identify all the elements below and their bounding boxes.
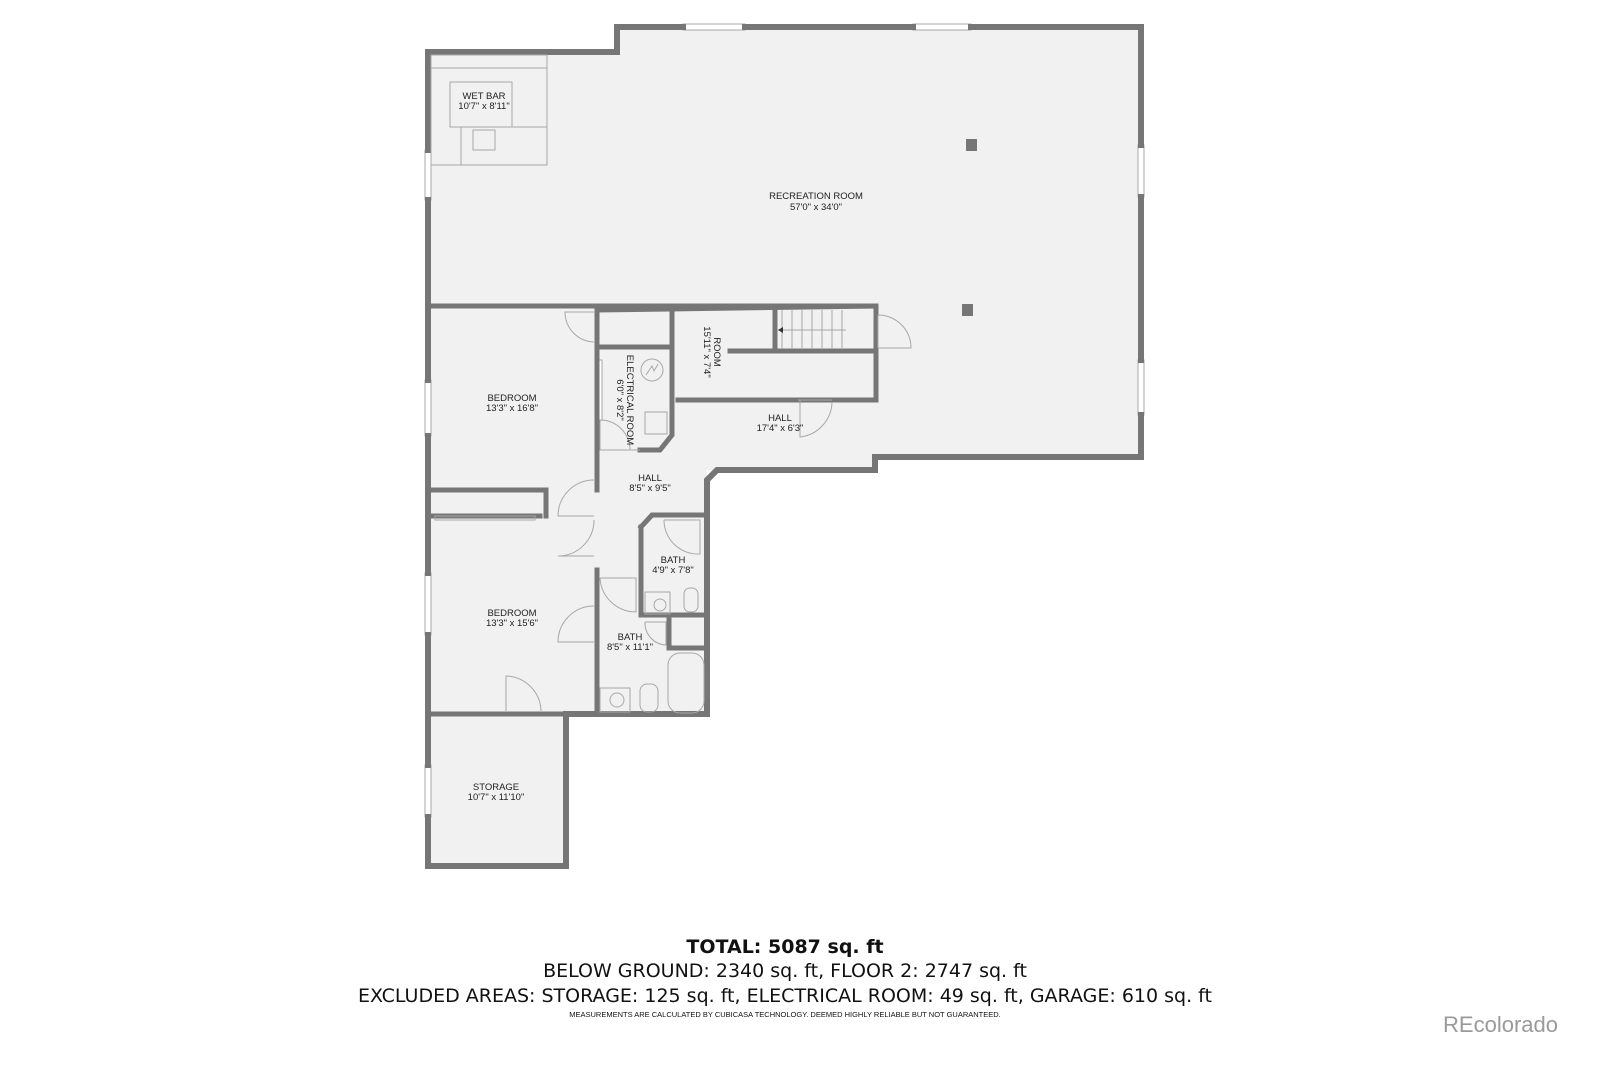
doors — [505, 311, 912, 712]
room-name-bedroom-2: BEDROOM — [487, 608, 536, 619]
room-dims-bedroom-1: 13'3" x 16'8" — [486, 403, 538, 414]
room-dims-bath-small: 4'9" x 7'8" — [652, 565, 694, 576]
sink-icon — [599, 687, 631, 713]
sink-icon — [644, 591, 671, 615]
electrical-panel-icon — [640, 358, 664, 382]
toilet-icon — [639, 683, 659, 713]
room-name-hall-lower: HALL — [638, 473, 662, 484]
room-dims-room: 15'11" x 7'4" — [701, 326, 712, 377]
excluded-areas: EXCLUDED AREAS: STORAGE: 125 sq. ft, ELE… — [358, 985, 1212, 1007]
room-dims-recreation-room: 57'0" x 34'0" — [790, 202, 842, 213]
measurement-disclaimer: MEASUREMENTS ARE CALCULATED BY CUBICASA … — [569, 1010, 1001, 1019]
stairs-arrow-icon — [778, 327, 783, 333]
room-labels: WET BAR 10'7" x 8'11" RECREATION ROOM 57… — [458, 91, 863, 803]
room-name-recreation-room: RECREATION ROOM — [769, 191, 863, 202]
room-name-bedroom-1: BEDROOM — [487, 393, 536, 404]
room-dims-bedroom-2: 13'3" x 15'6" — [486, 618, 538, 629]
room-dims-hall-upper: 17'4" x 6'3" — [757, 423, 804, 434]
room-dims-hall-lower: 8'5" x 9'5" — [629, 483, 671, 494]
room-name-bath-small: BATH — [661, 555, 686, 566]
room-dims-wet-bar: 10'7" x 8'11" — [458, 101, 509, 112]
toilet-icon — [683, 587, 699, 613]
bar-sink-icon — [472, 129, 496, 151]
interior-walls — [425, 303, 879, 717]
water-heater-icon — [644, 411, 668, 435]
room-dims-bath-large: 8'5" x 11'1" — [607, 642, 653, 653]
fixtures — [430, 54, 705, 714]
floor-areas: BELOW GROUND: 2340 sq. ft, FLOOR 2: 2747… — [543, 960, 1027, 982]
room-dims-storage: 10'7" x 11'10" — [468, 792, 525, 803]
room-name-wet-bar: WET BAR — [462, 91, 505, 102]
bathtub-icon — [667, 652, 705, 714]
room-dims-electrical-room: 6'0" x 8'2" — [614, 379, 625, 421]
room-name-storage: STORAGE — [473, 782, 519, 793]
room-name-hall-upper: HALL — [768, 413, 792, 424]
support-column — [966, 139, 977, 151]
room-name-room: ROOM — [711, 337, 722, 367]
room-name-electrical-room: ELECTRICAL ROOM — [624, 355, 635, 446]
floor-area — [428, 27, 1141, 866]
exterior-wall — [425, 24, 1144, 869]
total-area: TOTAL: 5087 sq. ft — [686, 936, 884, 958]
support-column — [962, 304, 973, 316]
room-name-bath-large: BATH — [618, 632, 643, 643]
stairs — [778, 310, 846, 349]
brand-watermark: REcolorado — [1443, 1012, 1558, 1037]
